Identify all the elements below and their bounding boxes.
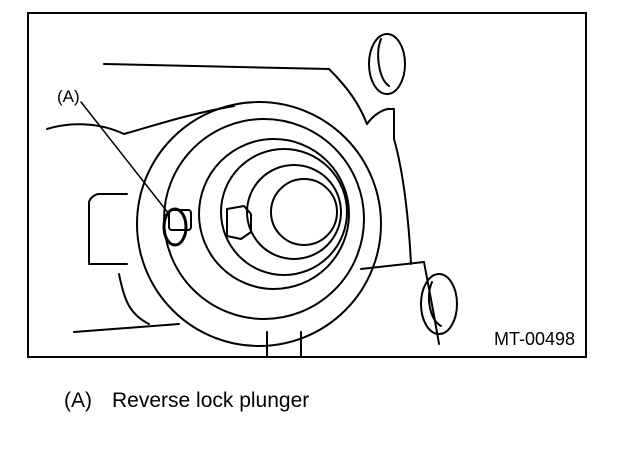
housing-top-edge [103, 63, 330, 70]
callout-leader [80, 101, 170, 215]
bracket-right [366, 108, 412, 265]
legend-text: Reverse lock plunger [112, 389, 310, 412]
lower-flange [118, 273, 150, 325]
bore-ring-4 [270, 178, 338, 246]
transmission-drawing [46, 33, 458, 356]
bracket-foot [423, 261, 440, 345]
bore-ring-3 [246, 164, 342, 260]
housing-top-curve [328, 68, 368, 125]
eyelet-upper-inner [377, 38, 390, 87]
housing-left-edge [46, 123, 125, 135]
plunger-ring [162, 207, 188, 247]
center-boss [226, 205, 252, 240]
bore-ring-1 [198, 138, 350, 290]
legend-key: (A) [64, 389, 92, 412]
shaft-stub [88, 193, 128, 265]
eyelet-lower-inner [428, 281, 442, 327]
eyelet-upper [368, 33, 406, 95]
outer-ring [136, 101, 382, 347]
diagram-figure: (A) MT-00498 [27, 12, 587, 358]
figure-code: MT-00498 [493, 329, 575, 349]
callout-label: (A) [57, 87, 80, 106]
legend: (A) Reverse lock plunger [64, 389, 309, 413]
eyelet-lower [420, 273, 458, 335]
bracket-lower [360, 261, 425, 270]
lower-left-edge [73, 323, 180, 333]
bore-ring-2 [220, 148, 348, 276]
